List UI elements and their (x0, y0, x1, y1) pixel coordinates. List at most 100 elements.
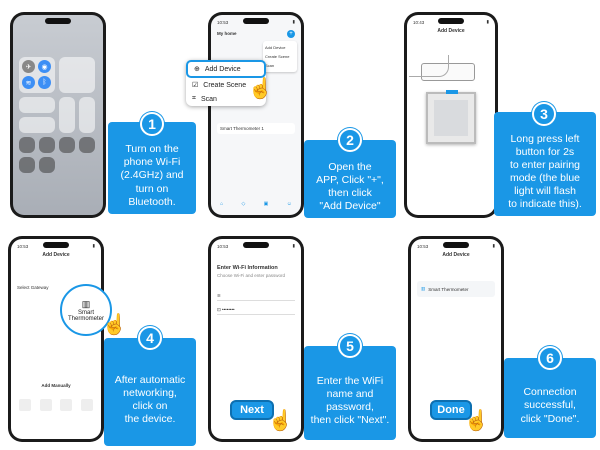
step-4-text-line: After automatic (114, 373, 186, 386)
home-tab-icon[interactable]: ⌂ (220, 201, 224, 207)
me-tab-icon[interactable]: ☺ (286, 201, 292, 207)
phone-notch (243, 18, 269, 24)
battery-icon: ▮ (292, 243, 295, 248)
phone-app-home: 10:53 ▮ My home + Add Device Create Scene… (208, 12, 304, 218)
thermometer-icon: ▥ (421, 286, 426, 291)
flashlight-icon[interactable] (19, 137, 35, 153)
wifi-name-field[interactable]: ≋ (217, 293, 295, 301)
control-center-screen: ✈ ◉ ≋ ᛒ (13, 15, 103, 215)
volume-slider[interactable] (79, 97, 95, 133)
step-2-panel: 10:53 ▮ My home + Add Device Create Scene… (186, 4, 398, 226)
step-6-text-line: click "Done". (520, 412, 580, 425)
step-3-text-line: to indicate this). (508, 198, 582, 211)
step-5-text-line: Enter the WiFi (316, 374, 384, 387)
step-1-text-line: Turn on the (125, 143, 179, 156)
step-1-number: 1 (140, 112, 164, 136)
popup-create-scene[interactable]: ☑ Create Scene (186, 78, 266, 92)
pointing-hand-icon: ☝ (268, 410, 293, 432)
add-device-popup: ⊕ Add Device ☑ Create Scene ⌗Scan (186, 60, 266, 106)
home-selector[interactable]: My home (217, 31, 237, 36)
step-3-text-line: to enter pairing (509, 158, 581, 171)
pointing-hand-icon: ☝ (102, 314, 127, 336)
brightness-slider[interactable] (59, 97, 75, 133)
cellular-icon[interactable]: ◉ (38, 60, 51, 73)
popup-create-scene-label: Create Scene (203, 81, 247, 89)
airplane-icon[interactable]: ✈ (22, 60, 35, 73)
step-5-text-line: password, (326, 401, 374, 413)
step-1-text-line: turn on (135, 182, 169, 195)
manual-device-grid (19, 399, 93, 423)
popup-add-device-label: Add Device (204, 65, 241, 73)
qr-icon[interactable] (39, 157, 55, 173)
pairing-title: Add Device (437, 28, 465, 34)
step-6-panel: 10:53▮ Add Device ▥ Smart Thermometer Do… (402, 228, 598, 450)
bluetooth-icon[interactable]: ᛒ (38, 76, 51, 89)
battery-icon: ▮ (486, 19, 489, 24)
added-device-card[interactable]: ▥ Smart Thermometer (417, 281, 495, 297)
device-display (434, 100, 468, 136)
small-add-menu: Add Device Create Scene Scan (263, 41, 297, 72)
select-gateway-label: Select Gateway (17, 285, 49, 290)
step-3-callout: Long press left button for 2s to enter p… (494, 112, 596, 216)
phone-notch (438, 18, 464, 24)
step-2-callout: Open the APP, Click "+", then click "Add… (304, 140, 396, 218)
step-2-text-line: "Add Device" (319, 200, 381, 213)
gateway-screen: 10:53▮ Add Device Select Gateway Add Man… (11, 239, 101, 439)
found-device-label: Smart Thermometer (67, 309, 104, 322)
phone-gateway: 10:53▮ Add Device Select Gateway Add Man… (8, 236, 104, 442)
device-type-icon[interactable] (60, 399, 73, 411)
small-menu-add-device[interactable]: Add Device (265, 45, 286, 50)
step-3-panel: 10:43▮ Add Device Long press left button… (402, 4, 598, 226)
status-time: 10:53 (217, 19, 229, 25)
device-type-icon[interactable] (19, 399, 31, 411)
small-menu-create-scene[interactable]: Create Scene (265, 54, 290, 59)
thermometer-device-illustration (426, 90, 476, 144)
device-type-icon[interactable] (39, 399, 52, 411)
scene-tab-icon[interactable]: ◇ (241, 201, 246, 207)
device-type-icon[interactable] (80, 399, 93, 411)
step-5-panel: 10:53▮ Enter Wi-Fi Information Choose Wi… (202, 228, 398, 450)
record-icon[interactable] (19, 157, 35, 173)
done-title: Add Device (442, 252, 470, 258)
timer-icon[interactable] (39, 137, 55, 153)
thermometer-icon: ▥ (81, 298, 91, 309)
done-button[interactable]: Done (430, 400, 472, 420)
lock-icon: ⊡ (217, 307, 221, 312)
media-tile (59, 57, 95, 93)
step-6-text-line: Connection (523, 386, 577, 399)
popup-add-device[interactable]: ⊕ Add Device (186, 60, 266, 78)
popup-scan[interactable]: ⌗Scan (186, 92, 266, 106)
scan-icon: ⌗ (192, 95, 196, 102)
status-time: 10:53 (17, 243, 29, 249)
device-card[interactable]: Smart Thermometer 1 (217, 123, 295, 134)
step-3-text-line: light will flash (514, 185, 576, 198)
found-device-circle[interactable]: ▥ Smart Thermometer (60, 284, 112, 336)
connectivity-tile: ✈ ◉ ≋ ᛒ (19, 57, 55, 93)
phone-notch (43, 242, 69, 248)
step-3-number: 3 (532, 102, 556, 126)
small-menu-scan[interactable]: Scan (265, 63, 275, 68)
calculator-icon[interactable] (59, 137, 75, 153)
scene-icon: ☑ (192, 82, 199, 89)
hand-outline (409, 55, 449, 77)
step-5-callout: Enter the WiFi name and password, then c… (304, 346, 396, 440)
wifi-title: Enter Wi-Fi Information (217, 265, 278, 271)
wifi-password-field[interactable]: ⊡ •••••••• (217, 307, 295, 315)
battery-icon: ▮ (92, 243, 95, 248)
phone-control-center: ✈ ◉ ≋ ᛒ (10, 12, 106, 218)
step-5-text-line: name and (326, 387, 374, 400)
step-4-text-line: the device. (124, 413, 176, 426)
add-plus-icon[interactable]: + (287, 30, 295, 38)
orientation-lock-tile[interactable] (19, 97, 55, 113)
phone-notch (243, 242, 269, 248)
step-1-text-line: (2.4GHz) and (120, 169, 184, 182)
wifi-icon[interactable]: ≋ (22, 76, 35, 89)
battery-icon: ▮ (292, 19, 295, 24)
focus-tile[interactable] (19, 117, 55, 133)
step-3-text-line: Long press left (510, 132, 580, 145)
camera-icon[interactable] (79, 137, 95, 153)
next-button[interactable]: Next (230, 400, 274, 420)
status-time: 10:53 (217, 243, 229, 249)
add-device-icon: ⊕ (194, 66, 200, 73)
store-tab-icon[interactable]: ▣ (263, 201, 269, 207)
